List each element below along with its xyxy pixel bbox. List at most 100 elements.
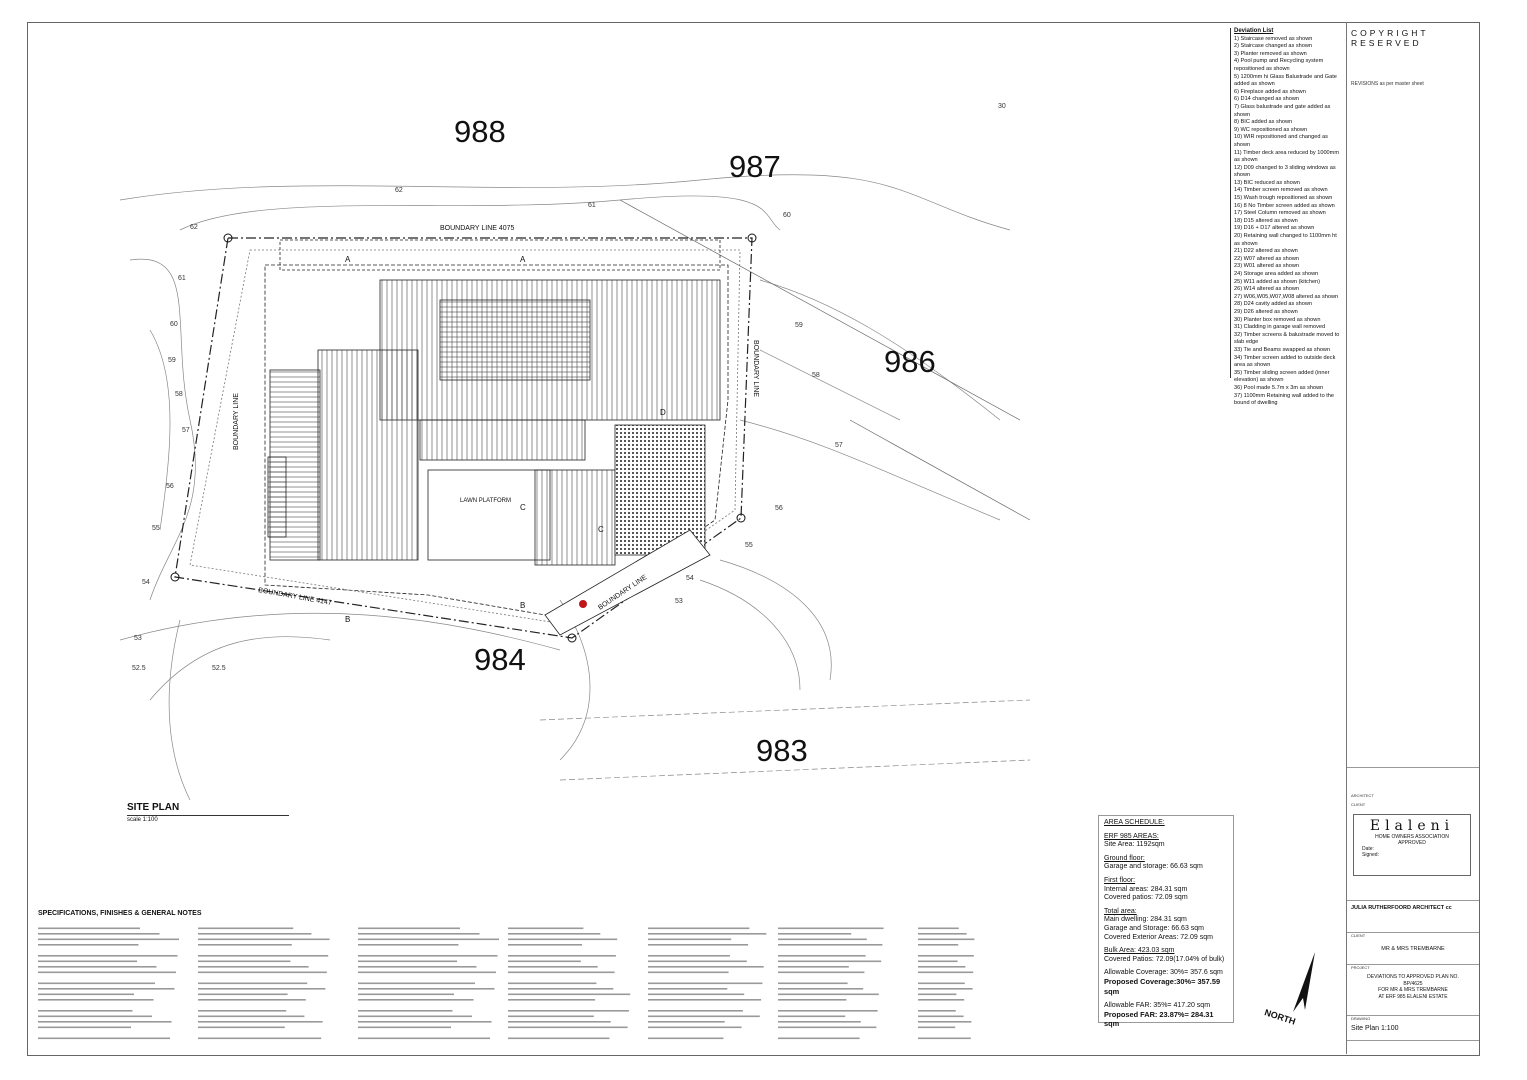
note-line <box>358 1037 490 1040</box>
note-line <box>508 1021 611 1023</box>
area-title: AREA SCHEDULE: <box>1104 819 1165 826</box>
contour-label: 56 <box>166 483 174 490</box>
note-line <box>198 933 312 935</box>
section-marker: A <box>345 255 351 264</box>
note-line <box>198 1026 285 1029</box>
note-line <box>778 1010 878 1012</box>
note-line <box>778 955 866 957</box>
note-line <box>778 938 867 941</box>
note-line <box>508 1037 610 1040</box>
survey-pegs <box>170 233 757 643</box>
client-name: MR & MRS TREMBARNE <box>1381 946 1445 952</box>
contour-label: 54 <box>142 579 150 586</box>
note-line <box>918 1021 972 1023</box>
erf-heading: ERF 985 AREAS: <box>1104 832 1159 840</box>
section-marker: D <box>660 408 666 417</box>
note-line <box>508 938 618 941</box>
note-line <box>778 1037 860 1040</box>
note-line <box>508 927 584 930</box>
note-line <box>358 938 499 941</box>
note-line <box>918 960 958 963</box>
proposed-far: Proposed FAR: 23.87%= 284.31 sqm <box>1104 1009 1214 1029</box>
contour-label: 58 <box>812 372 820 379</box>
erf-988: 988 <box>454 114 506 149</box>
deviation-item: 20) Retaining wall changed to 1100mm ht … <box>1234 233 1337 247</box>
section-marker: B <box>345 615 350 624</box>
note-line <box>918 999 965 1001</box>
note-line <box>198 1010 287 1012</box>
contour-label: 52.5 <box>132 665 146 672</box>
note-line <box>38 927 140 930</box>
note-line <box>38 1021 172 1023</box>
note-line <box>38 1037 170 1040</box>
north-arrow-icon <box>1293 952 1315 1012</box>
deviation-item: 35) Timber sliding screen added (inner e… <box>1234 369 1330 384</box>
note-line <box>778 999 847 1001</box>
note-line <box>508 982 597 985</box>
deviation-item: 6) Fireplace added as shown <box>1234 88 1306 95</box>
internal-area: Internal areas: 284.31 sqm <box>1104 885 1188 893</box>
client-section-label: CLIENT <box>1351 933 1366 938</box>
ground-heading: Ground floor: <box>1104 854 1145 862</box>
covered-exterior: Covered Exterior Areas: 72.09 sqm <box>1104 933 1213 941</box>
deviation-item: 6) D14 changed as shown <box>1234 96 1299 103</box>
erf-984: 984 <box>474 642 526 677</box>
note-line <box>918 955 974 957</box>
note-line <box>358 1015 472 1018</box>
note-line <box>508 944 583 946</box>
garage-area: Garage and storage: 66.63 sqm <box>1104 863 1203 871</box>
deviation-item: 27) W06,W05,W07,W08 altered as shown <box>1234 293 1339 300</box>
note-line <box>778 960 882 963</box>
hoa-signed: Signed: <box>1362 852 1379 858</box>
note-line <box>38 993 134 996</box>
note-line <box>918 927 959 930</box>
contour-label: 62 <box>395 187 403 194</box>
note-line <box>778 933 852 935</box>
deviation-item: 24) Storage area added as shown <box>1234 271 1319 277</box>
marker-dot <box>579 600 587 608</box>
site-plan-title: SITE PLAN <box>127 802 180 813</box>
deviation-item: 3) Planter removed as shown <box>1234 50 1307 57</box>
copyright-notice: COPYRIGHT RESERVED <box>1351 28 1429 48</box>
note-line <box>38 971 176 974</box>
deviation-item: 29) D26 altered as shown <box>1234 308 1298 315</box>
boundary-label-east: BOUNDARY LINE <box>752 340 759 397</box>
deviation-item: 19) D16 + D17 altered as shown <box>1234 225 1315 232</box>
deviation-item: 14) Timber screen removed as shown <box>1234 187 1328 194</box>
note-line <box>648 960 747 963</box>
deviation-item: 23) W01 altered as shown <box>1234 263 1299 270</box>
first-heading: First floor: <box>1104 876 1136 884</box>
note-line <box>648 966 764 968</box>
contour-label: 55 <box>152 525 160 532</box>
note-line <box>648 938 732 941</box>
note-line <box>648 1026 742 1029</box>
deviation-list-title: Deviation List <box>1234 28 1274 34</box>
note-line <box>198 944 292 946</box>
drawing-section-label: DRAWING <box>1351 1016 1371 1021</box>
deviation-item: 31) Cladding in garage wall removed <box>1234 324 1326 331</box>
hoa-line1: HOME OWNERS ASSOCIATION <box>1375 834 1449 840</box>
note-line <box>648 927 750 930</box>
proposed-coverage: Proposed Coverage:30%= 357.59 sqm <box>1104 976 1221 996</box>
covered-bulk: Covered Patios: 72.09(17.04% of bulk) <box>1104 955 1225 963</box>
note-line <box>778 1015 846 1018</box>
note-line <box>918 971 974 974</box>
deviation-item: 26) W14 altered as shown <box>1234 286 1299 293</box>
note-line <box>508 933 601 935</box>
note-line <box>648 944 749 946</box>
boundary-label-west: BOUNDARY LINE <box>233 393 240 450</box>
deviation-item: 13) BIC reduced as shown <box>1234 179 1300 186</box>
deviation-item: 30) Planter box removed as shown <box>1234 316 1321 323</box>
note-line <box>198 955 329 957</box>
bulk-area: Bulk Area: 423.03 sqm <box>1104 947 1175 955</box>
note-line <box>38 1010 133 1012</box>
deviation-item: 22) W07 altered as shown <box>1234 255 1299 262</box>
note-line <box>648 971 729 974</box>
note-line <box>358 933 480 935</box>
erf-983: 983 <box>756 733 808 768</box>
note-line <box>198 971 327 974</box>
note-line <box>918 966 966 968</box>
note-line <box>198 966 309 968</box>
drawing-name: Site Plan 1:100 <box>1351 1025 1399 1032</box>
covered-patios: Covered patios: 72.09 sqm <box>1104 894 1188 902</box>
